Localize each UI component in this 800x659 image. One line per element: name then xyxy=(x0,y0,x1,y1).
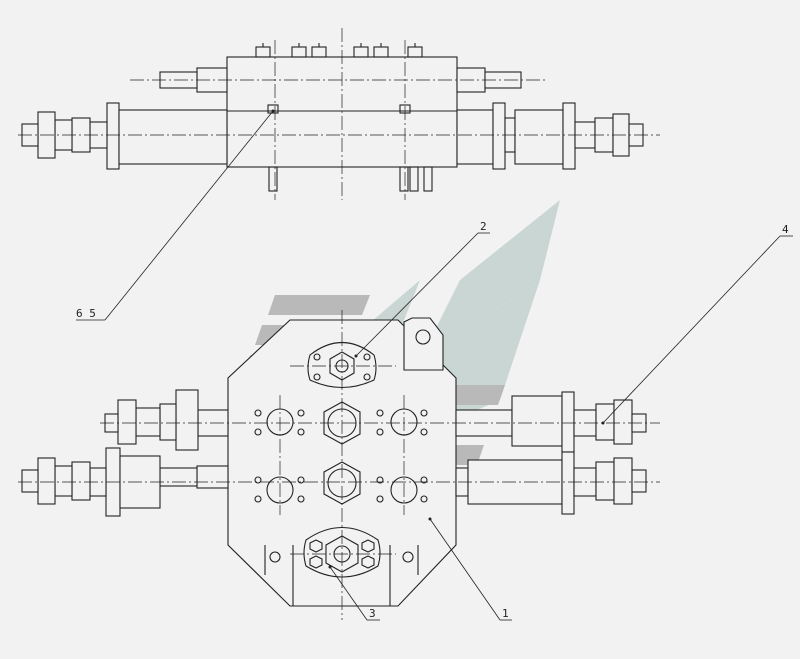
leader-3 xyxy=(328,565,380,621)
balloon-label-2: 2 xyxy=(480,220,487,233)
leader-2 xyxy=(354,232,490,358)
leader-1 xyxy=(428,517,512,621)
leader-6-5 xyxy=(76,109,275,321)
leader-4 xyxy=(601,235,793,425)
balloon-label-1: 1 xyxy=(502,607,509,620)
balloon-label-4: 4 xyxy=(782,223,789,236)
balloon-label-3: 3 xyxy=(369,607,376,620)
top-view xyxy=(18,28,660,200)
front-view xyxy=(18,310,660,620)
balloon-label-6-5: 6 5 xyxy=(76,307,96,320)
